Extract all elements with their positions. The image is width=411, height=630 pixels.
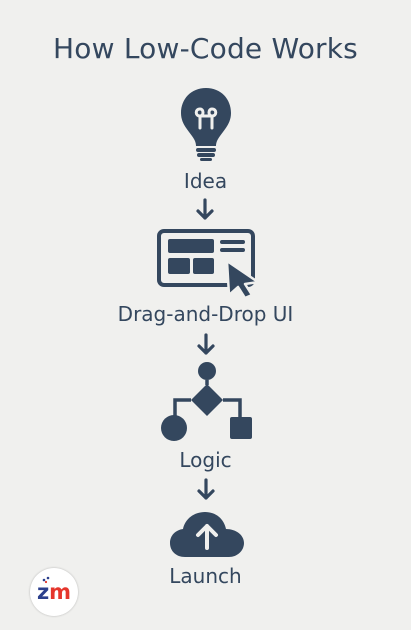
arrow-down-icon bbox=[197, 478, 215, 500]
logo-m: m bbox=[49, 580, 71, 604]
diagram-title: How Low-Code Works bbox=[53, 32, 358, 65]
step-label-idea: Idea bbox=[183, 169, 228, 193]
lightbulb-icon bbox=[181, 88, 231, 161]
step-label-drag-and-drop-ui: Drag-and-Drop UI bbox=[117, 302, 294, 326]
ui-window-cursor-icon bbox=[157, 229, 260, 300]
logo-z: z bbox=[37, 580, 49, 604]
cloud-upload-icon bbox=[170, 512, 244, 557]
svg-text:zm: zm bbox=[37, 580, 71, 604]
arrow-down-icon bbox=[196, 198, 214, 220]
step-label-launch: Launch bbox=[169, 564, 242, 588]
flowchart-icon bbox=[161, 362, 252, 441]
step-label-logic: Logic bbox=[179, 448, 232, 472]
arrow-down-icon bbox=[197, 333, 215, 355]
zm-logo: zm bbox=[30, 568, 78, 616]
